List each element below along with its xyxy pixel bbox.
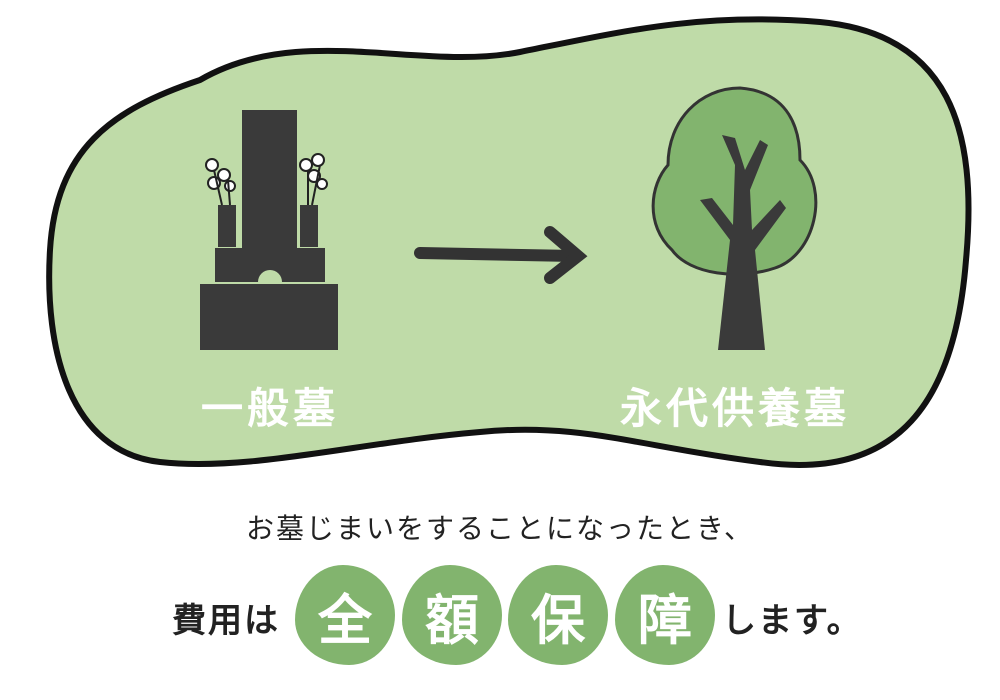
badge-ho: 保: [508, 565, 608, 665]
gravestone-icon: [200, 110, 338, 350]
tree-icon: [651, 86, 818, 350]
badge-sho: 障: [615, 565, 715, 665]
message-suffix: します。: [722, 601, 863, 641]
badge-gaku: 額: [402, 565, 502, 665]
badge-zen: 全: [295, 565, 395, 665]
label-general-grave: 一般墓: [200, 384, 340, 433]
arrow-right-icon: [414, 226, 588, 284]
message-line1: お墓じまいをすることになったとき、: [245, 512, 755, 545]
label-perpetual-memorial-grave: 永代供養墓: [619, 384, 851, 433]
message-prefix: 費用は: [172, 601, 280, 641]
